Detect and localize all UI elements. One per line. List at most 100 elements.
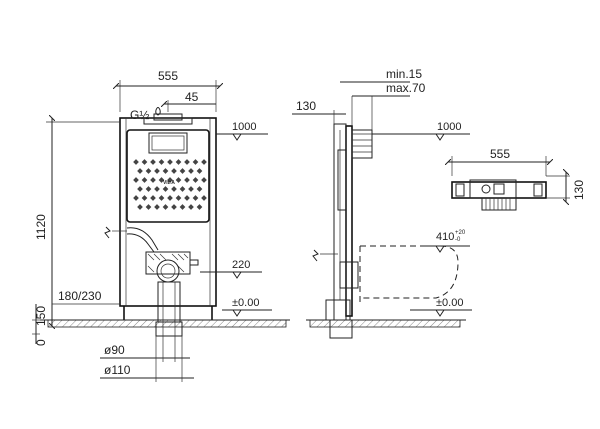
texture-dot — [167, 159, 173, 165]
texture-dot — [137, 186, 143, 192]
side-depth-label: 130 — [296, 99, 316, 113]
range-0-label: 0 — [34, 339, 48, 346]
top-inlet — [481, 184, 491, 194]
flush-box-ribs — [352, 133, 372, 153]
level-zero-front: ±0.00 — [222, 297, 272, 317]
supply-stub — [189, 259, 199, 266]
texture-dot — [158, 177, 165, 183]
texture-dot — [184, 159, 190, 165]
cistern-texture — [133, 159, 207, 210]
texture-dot — [179, 168, 186, 174]
texture-dot — [162, 168, 169, 174]
drain-inlet — [156, 259, 180, 283]
texture-dot — [150, 159, 156, 165]
texture-dot — [188, 168, 194, 174]
texture-dot — [171, 168, 177, 174]
texture-dot — [171, 186, 177, 192]
top-bracket-right — [533, 183, 543, 197]
side-level-410-sub: -0 — [455, 237, 461, 243]
wc-outline — [360, 245, 459, 299]
texture-dot — [201, 159, 207, 165]
texture-dot — [133, 159, 139, 165]
texture-dot — [162, 186, 169, 192]
cable-lower — [126, 233, 155, 253]
texture-dot — [184, 195, 190, 201]
top-wall-ribs — [485, 198, 511, 210]
level-zero-side: ±0.00 — [410, 297, 472, 317]
flush-box-side — [351, 129, 373, 159]
texture-dot — [162, 204, 169, 210]
bowl-connector — [339, 261, 359, 289]
electric-icon — [104, 226, 111, 239]
texture-dot — [175, 159, 182, 165]
front-width-label: 555 — [158, 69, 178, 83]
pipe-110-label: ø110 — [104, 363, 131, 377]
level-220-label: 220 — [232, 259, 250, 271]
texture-dot — [154, 186, 160, 192]
top-depth-label: 130 — [572, 180, 586, 200]
texture-dot — [196, 186, 203, 192]
offset-label: 45 — [185, 90, 199, 104]
texture-dot — [141, 159, 148, 165]
top-wall-box — [481, 197, 517, 211]
level-1000-side: 1000 — [372, 121, 470, 141]
min-label: min.15 — [386, 67, 422, 81]
water-drop-icon — [155, 107, 161, 116]
texture-dot — [158, 195, 165, 201]
texture-dot — [137, 204, 143, 210]
cistern-logo: VitrA — [163, 180, 175, 186]
texture-dot — [192, 159, 199, 165]
side-level-410-sup: +20 — [455, 230, 466, 236]
drain-pipe — [157, 281, 181, 323]
level-220-front: 220 — [200, 259, 262, 279]
texture-dot — [192, 177, 199, 183]
front-view: VitrA 555 45 G½ 1120 180 — [32, 69, 290, 382]
texture-dot — [133, 195, 139, 201]
pipe-90-label: ø90 — [104, 343, 125, 357]
texture-dot — [133, 177, 139, 183]
top-valve — [493, 183, 505, 195]
top-bracket-left — [455, 183, 465, 197]
level-1000-front: 1000 — [216, 121, 268, 141]
drain-inlet-inner — [160, 263, 176, 279]
thread-label: G½ — [130, 108, 149, 122]
texture-dot — [201, 177, 207, 183]
floor-hatch — [47, 319, 287, 328]
floor-hatch-side — [309, 319, 461, 328]
side-level-1000-label: 1000 — [437, 121, 461, 133]
side-level-410-label: 410 — [436, 231, 454, 243]
texture-dot — [201, 195, 207, 201]
texture-dot — [179, 186, 186, 192]
flush-opening — [148, 132, 188, 154]
texture-dot — [150, 195, 156, 201]
texture-dot — [145, 168, 152, 174]
drain-pipe-lower — [155, 321, 183, 337]
texture-dot — [175, 177, 182, 183]
texture-dot — [137, 168, 143, 174]
side-view: 130 min.15 max.70 1000 410 +20 -0 ±0.00 — [292, 67, 472, 339]
flush-opening-inner — [151, 135, 185, 151]
texture-dot — [167, 195, 173, 201]
side-level-zero-label: ±0.00 — [436, 297, 463, 309]
texture-dot — [171, 204, 177, 210]
texture-dot — [196, 204, 203, 210]
texture-dot — [179, 204, 186, 210]
texture-dot — [192, 195, 199, 201]
level-410-side: 410 +20 -0 — [420, 230, 470, 253]
top-bracket — [143, 117, 193, 125]
texture-dot — [145, 204, 152, 210]
level-zero-label: ±0.00 — [232, 297, 259, 309]
texture-dot — [188, 204, 194, 210]
texture-dot — [145, 186, 152, 192]
max-label: max.70 — [386, 81, 426, 95]
texture-dot — [141, 177, 148, 183]
electric-icon-side — [312, 249, 319, 262]
texture-dot — [188, 186, 194, 192]
texture-dot — [141, 195, 148, 201]
range-150-label: 150 — [34, 306, 48, 326]
texture-dot — [154, 204, 160, 210]
texture-dot — [167, 177, 173, 183]
texture-dot — [154, 168, 160, 174]
